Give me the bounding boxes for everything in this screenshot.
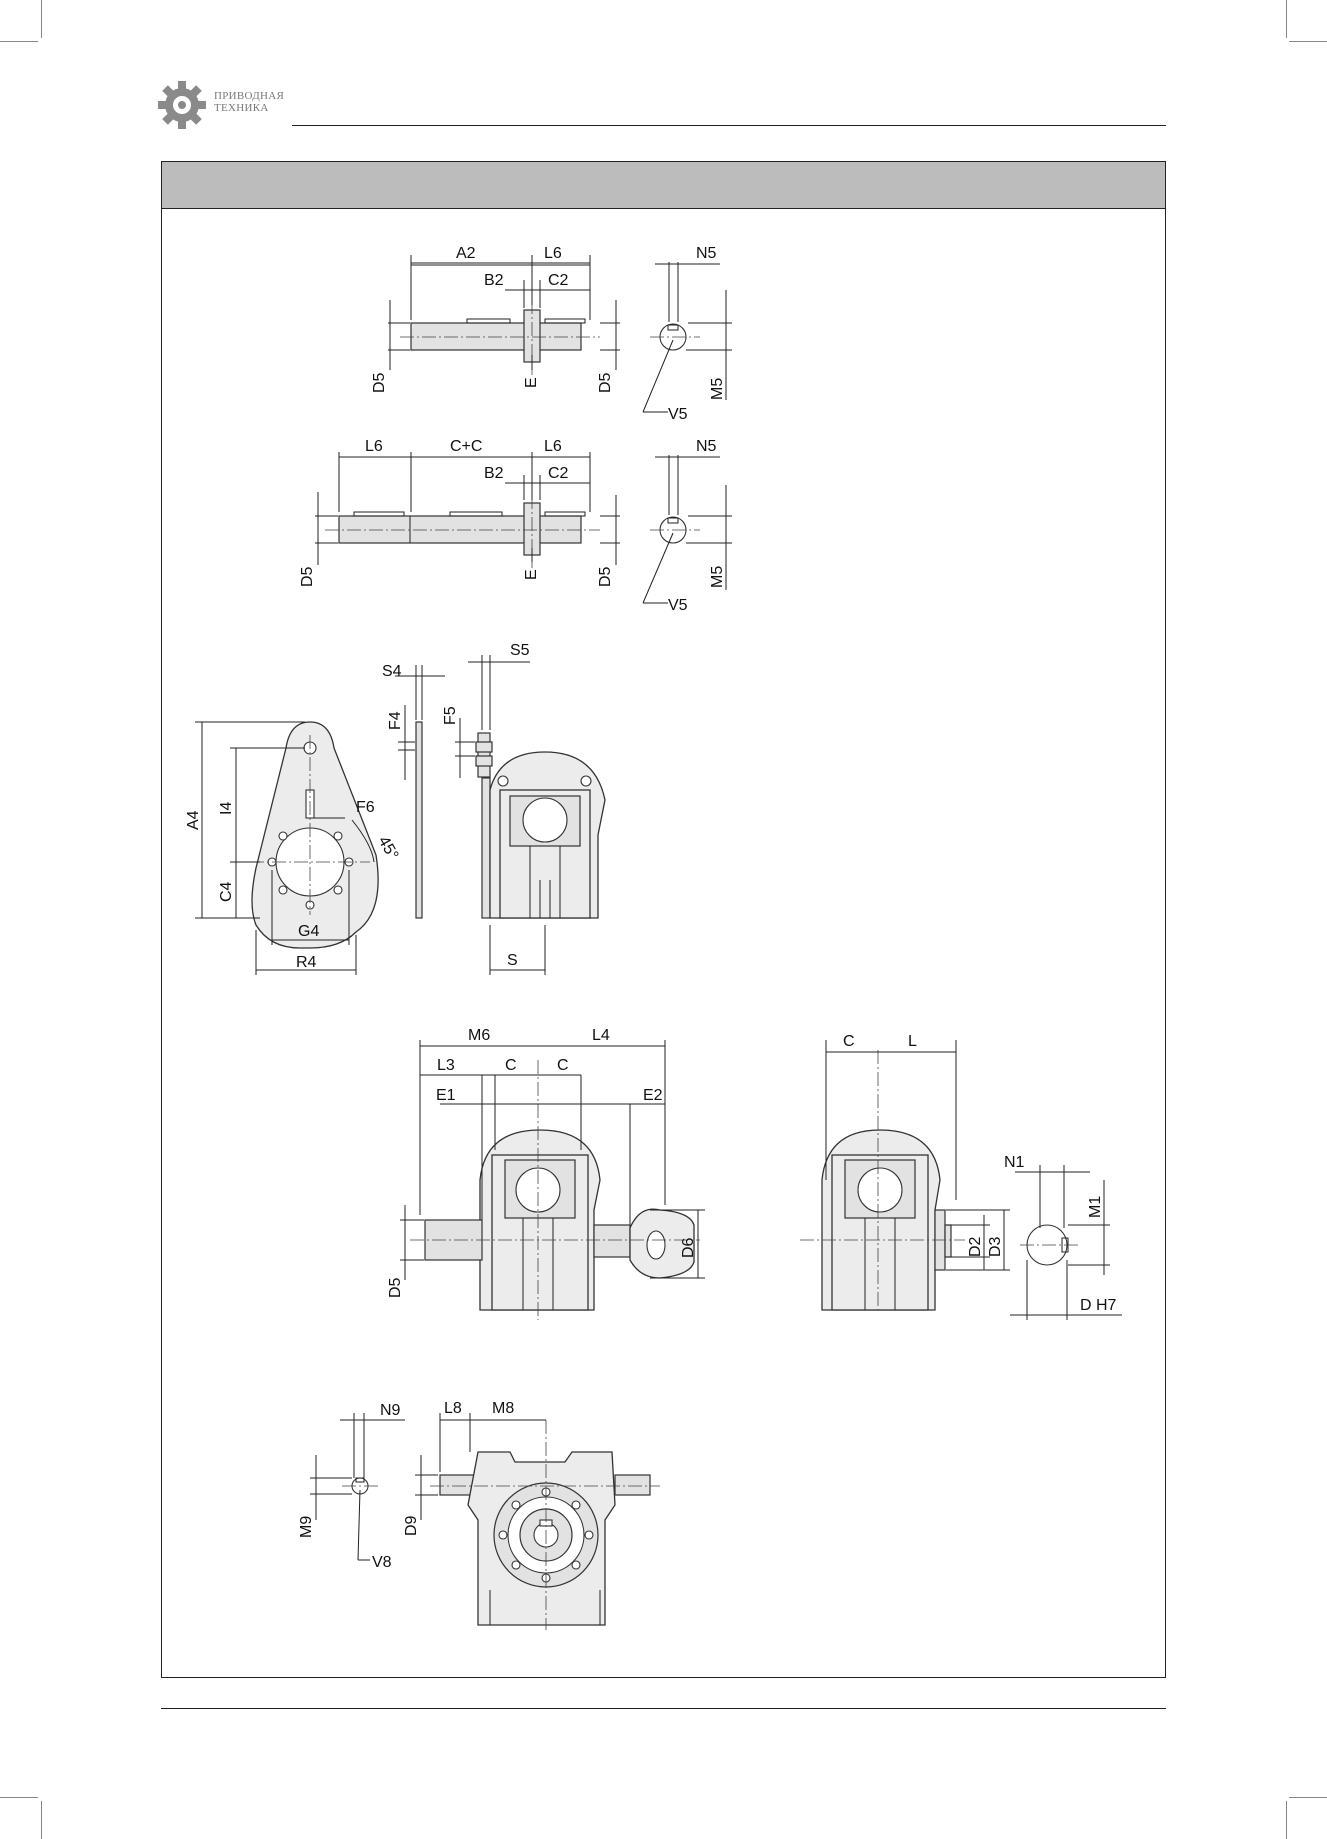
label-e: E xyxy=(523,377,540,388)
drawing-shaft-end-1: N5 M5 V5 xyxy=(642,245,732,423)
brand-logo xyxy=(158,80,298,130)
label-n5: N5 xyxy=(696,245,717,262)
drawing-single-shaft: A2 L6 B2 C2 D5 E D5 xyxy=(371,245,620,393)
brand-line-1: ПРИВОДНАЯ xyxy=(214,90,285,102)
label-v5: V5 xyxy=(668,406,688,423)
brand-name: ПРИВОДНАЯ ТЕХНИКА xyxy=(214,90,284,114)
label-l6: L6 xyxy=(544,245,562,262)
drawing-shaft-end-2: N5 M5 V5 xyxy=(642,438,732,614)
label-d3: D3 xyxy=(987,1236,1004,1257)
label-e2: E2 xyxy=(643,1087,663,1104)
drawing-hollow-bore: N1 M1 D H7 xyxy=(1004,1154,1122,1320)
label-d9: D9 xyxy=(403,1515,420,1536)
label-n1: N1 xyxy=(1004,1154,1025,1171)
label-c2: C2 xyxy=(548,272,569,289)
label-d5-right: D5 xyxy=(597,372,614,393)
label-l6-right: L6 xyxy=(544,438,562,455)
label-c-plus-c: C+C xyxy=(450,438,482,455)
label-d5: D5 xyxy=(387,1277,404,1298)
label-m8: M8 xyxy=(492,1400,514,1417)
label-f5: F5 xyxy=(442,706,459,725)
crop-mark xyxy=(1289,1797,1327,1798)
drawing-arm-profile: S4 F4 xyxy=(382,663,445,919)
label-e: E xyxy=(523,569,540,580)
label-d6: D6 xyxy=(680,1237,697,1258)
label-45-deg: 45° xyxy=(375,834,402,863)
label-s5: S5 xyxy=(510,642,530,659)
label-v5: V5 xyxy=(668,597,688,614)
label-c-right: C xyxy=(557,1057,569,1074)
label-b2: B2 xyxy=(484,272,504,289)
drawing-gearbox-with-arm: S5 F5 S xyxy=(442,642,606,975)
drawing-gearbox-front: L8 M8 D9 xyxy=(403,1400,660,1630)
crop-mark xyxy=(41,0,42,38)
label-b2: B2 xyxy=(484,465,504,482)
drawing-frame xyxy=(161,161,1166,1678)
label-l8: L8 xyxy=(444,1400,462,1417)
brand-line-2: ТЕХНИКА xyxy=(214,102,269,114)
drawing-gearbox-flange: C L D2 D3 xyxy=(800,1033,1010,1311)
label-n9: N9 xyxy=(380,1402,401,1419)
label-l: L xyxy=(908,1033,917,1050)
label-a2: A2 xyxy=(456,245,476,262)
label-d5: D5 xyxy=(299,566,316,587)
label-d5-right: D5 xyxy=(597,566,614,587)
label-c2: C2 xyxy=(548,465,569,482)
label-c4: C4 xyxy=(218,881,235,902)
footer-rule xyxy=(161,1708,1166,1709)
drawing-double-shaft: L6 C+C L6 B2 C2 D5 E D5 xyxy=(299,438,620,587)
label-l6-left: L6 xyxy=(365,438,383,455)
label-f6: F6 xyxy=(356,799,375,816)
label-d5: D5 xyxy=(371,372,388,393)
label-m9: M9 xyxy=(298,1516,315,1538)
label-m5: M5 xyxy=(709,566,726,588)
header-rule xyxy=(292,125,1166,126)
label-e1: E1 xyxy=(436,1087,456,1104)
label-v8: V8 xyxy=(372,1554,392,1571)
title-bar xyxy=(162,162,1165,209)
label-s4: S4 xyxy=(382,663,402,680)
label-g4: G4 xyxy=(298,923,319,940)
label-c-left: C xyxy=(505,1057,517,1074)
crop-mark xyxy=(1286,0,1287,38)
label-i4: I4 xyxy=(218,802,235,815)
label-r4: R4 xyxy=(296,954,317,971)
label-l4: L4 xyxy=(592,1027,610,1044)
label-m1: M1 xyxy=(1087,1196,1104,1218)
label-m5: M5 xyxy=(709,378,726,400)
crop-mark xyxy=(1289,41,1327,42)
drawing-gearbox-shafts: M6 L4 L3 C C E1 E2 D5 D6 xyxy=(387,1027,705,1320)
label-s: S xyxy=(507,952,518,969)
label-c: C xyxy=(843,1033,855,1050)
label-n5: N5 xyxy=(696,438,717,455)
crop-mark xyxy=(0,1797,38,1798)
label-d2: D2 xyxy=(967,1236,984,1257)
crop-mark xyxy=(41,1801,42,1839)
crop-mark xyxy=(1286,1801,1287,1839)
gear-icon xyxy=(158,81,206,129)
label-l3: L3 xyxy=(437,1057,455,1074)
drawing-torque-arm: A4 I4 C4 G4 R4 F6 45° xyxy=(185,721,402,975)
label-f4: F4 xyxy=(387,711,404,730)
drawing-input-shaft-end: N9 M9 V8 xyxy=(298,1402,405,1571)
label-d-h7: D H7 xyxy=(1080,1297,1117,1314)
crop-mark xyxy=(0,41,38,42)
label-m6: M6 xyxy=(468,1027,490,1044)
label-a4: A4 xyxy=(185,810,202,830)
